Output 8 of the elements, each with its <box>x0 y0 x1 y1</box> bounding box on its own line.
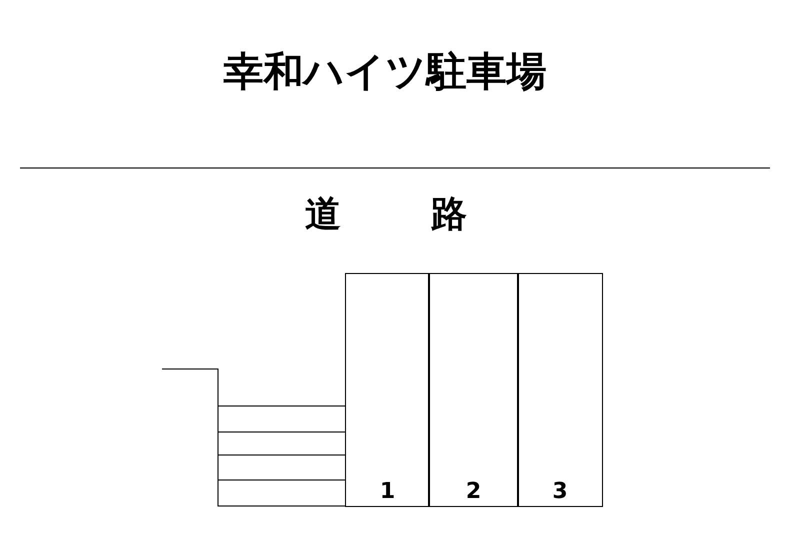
space-number: 3 <box>551 479 569 504</box>
parking-space <box>428 273 519 507</box>
road-label: 道路 <box>305 193 557 237</box>
title: 幸和ハイツ駐車場 <box>222 48 548 97</box>
space-number: 2 <box>464 479 482 504</box>
space-number: 1 <box>378 479 396 504</box>
parking-space <box>345 273 430 507</box>
parking-space <box>517 273 603 507</box>
